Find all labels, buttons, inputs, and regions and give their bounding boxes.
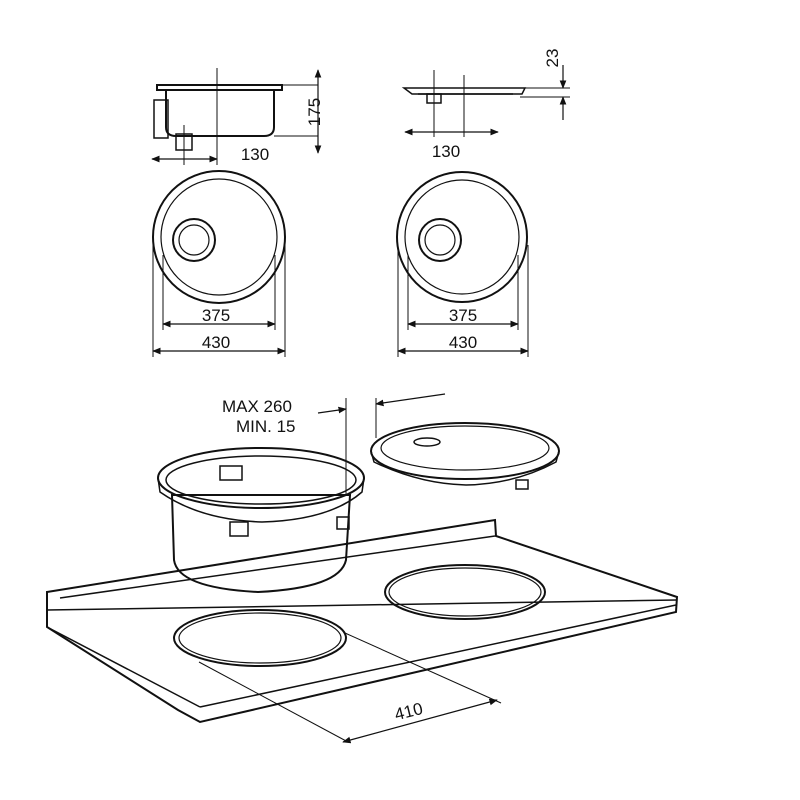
bowl-side-view bbox=[151, 68, 322, 165]
inner-diameter-left: 375 bbox=[202, 306, 230, 325]
bowl-3d bbox=[157, 447, 365, 594]
cutout-dimension bbox=[198, 632, 502, 744]
bowl-top-view bbox=[152, 170, 286, 357]
gap-min-label: MIN. 15 bbox=[236, 417, 296, 436]
gap-dimension bbox=[317, 393, 446, 496]
gap-max-label: MAX 260 bbox=[222, 397, 292, 416]
rim-height-dimension: 23 bbox=[543, 49, 562, 68]
inner-diameter-right: 375 bbox=[449, 306, 477, 325]
lid-3d bbox=[370, 422, 560, 490]
depth-dimension: 175 bbox=[305, 98, 324, 126]
outer-diameter-right: 430 bbox=[449, 333, 477, 352]
lid-top-view bbox=[396, 171, 529, 357]
lid-side-view bbox=[401, 65, 570, 137]
side-offset-dimension: 130 bbox=[241, 145, 269, 164]
outer-diameter-left: 430 bbox=[202, 333, 230, 352]
countertop bbox=[46, 518, 679, 724]
lid-offset-dimension: 130 bbox=[432, 142, 460, 161]
